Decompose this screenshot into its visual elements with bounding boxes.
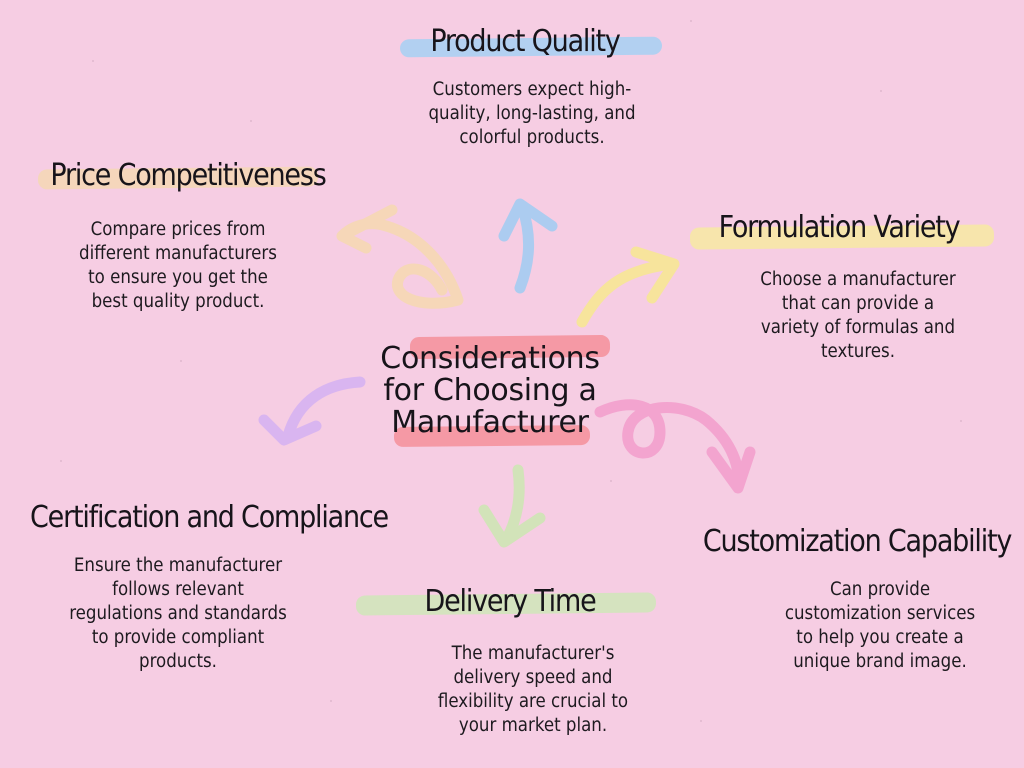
formulation-variety-description: Choose a manufacturer that can provide a… bbox=[760, 269, 956, 362]
price-competitiveness-title: Price Competitiveness bbox=[50, 158, 326, 193]
paper-speck bbox=[690, 20, 692, 22]
central-topic-title: Considerations for Choosing a Manufactur… bbox=[380, 341, 600, 440]
paper-speck bbox=[700, 720, 702, 722]
paper-speck bbox=[880, 90, 882, 92]
formulation-variety-title: Formulation Variety bbox=[718, 210, 961, 245]
paper-speck bbox=[960, 420, 962, 422]
customization-capability-title: Customization Capability bbox=[702, 524, 1013, 559]
delivery-time-title: Delivery Time bbox=[424, 584, 597, 619]
paper-speck bbox=[330, 700, 332, 702]
arrow-to-certification-compliance bbox=[258, 376, 366, 446]
certification-compliance-description: Ensure the manufacturer follows relevant… bbox=[69, 555, 287, 672]
paper-speck bbox=[250, 120, 252, 122]
arrow-to-price-competitiveness bbox=[336, 204, 464, 309]
price-competitiveness-description: Compare prices from different manufactur… bbox=[79, 219, 277, 312]
paper-speck bbox=[60, 460, 62, 462]
arrow-to-customization-capability bbox=[594, 399, 756, 494]
arrow-to-delivery-time bbox=[478, 464, 546, 548]
certification-compliance-node: Certification and Compliance bbox=[4, 500, 414, 535]
arrow-to-formulation-variety bbox=[576, 246, 680, 328]
product-quality-node: Product Quality bbox=[380, 24, 670, 59]
paper-speck bbox=[610, 480, 612, 482]
product-quality-description: Customers expect high- quality, long-las… bbox=[428, 79, 636, 148]
customization-capability-node: Customization Capability bbox=[690, 524, 1024, 559]
formulation-variety-node: Formulation Variety bbox=[694, 210, 984, 245]
price-competitiveness-node: Price Competitiveness bbox=[20, 158, 356, 193]
customization-capability-description: Can provide customization services to he… bbox=[784, 579, 976, 672]
delivery-time-description: The manufacturer's delivery speed and fl… bbox=[437, 643, 629, 736]
paper-speck bbox=[180, 360, 182, 362]
arrow-to-product-quality bbox=[498, 198, 558, 294]
paper-speck bbox=[92, 60, 94, 62]
certification-compliance-title: Certification and Compliance bbox=[30, 500, 389, 535]
product-quality-title: Product Quality bbox=[430, 24, 621, 59]
delivery-time-node: Delivery Time bbox=[390, 584, 630, 619]
